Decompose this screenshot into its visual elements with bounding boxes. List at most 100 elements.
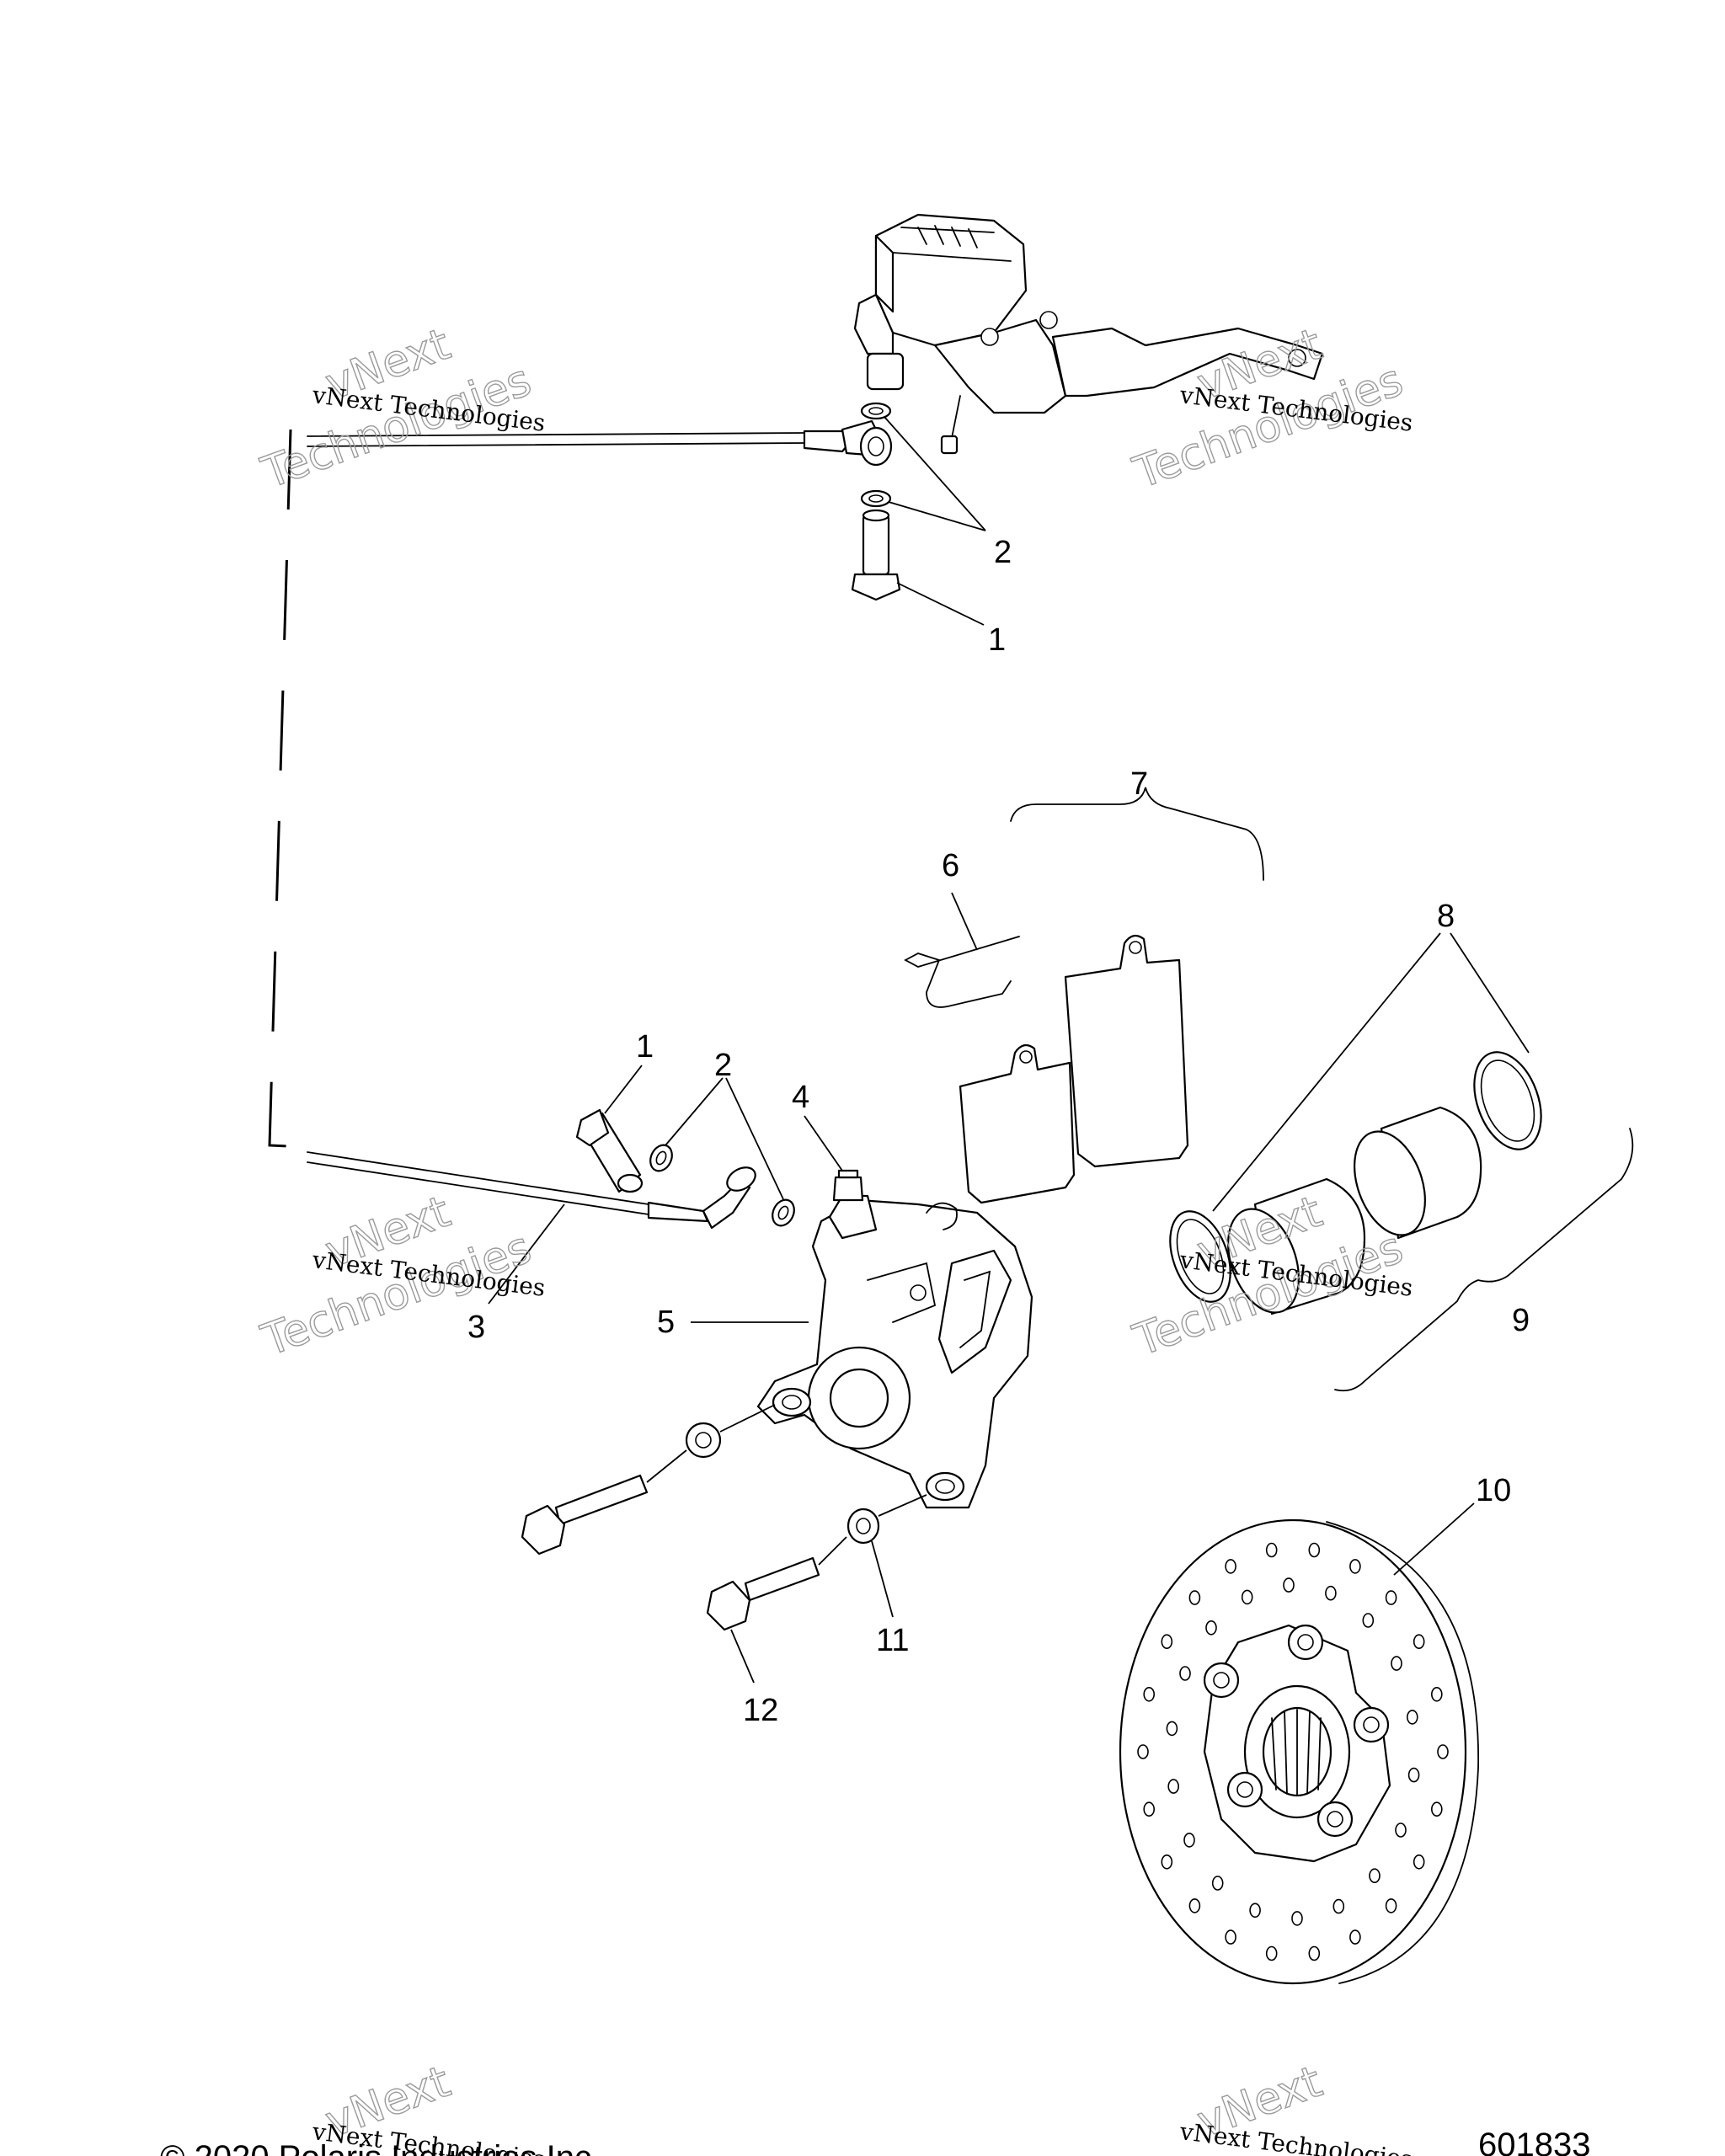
disc-hole (1391, 1656, 1402, 1671)
callout-3: 3 (467, 1310, 485, 1345)
copyright-text: © 2020 Polaris Industries Inc. (160, 2139, 601, 2156)
disc-hole (1385, 1590, 1397, 1605)
bracket-9 (1334, 1128, 1634, 1392)
figure-number: 601833 (1478, 2127, 1590, 2156)
leader-11 (871, 1540, 894, 1618)
leader-3 (488, 1203, 565, 1305)
disc-hole (1161, 1634, 1173, 1649)
callout-9: 9 (1512, 1303, 1530, 1338)
disc-hole (1431, 1687, 1443, 1702)
piston-left (1227, 1177, 1366, 1315)
leader-1-mid (604, 1065, 643, 1114)
leader-10 (1393, 1502, 1475, 1576)
disc-hole (1265, 1542, 1278, 1558)
washer-top-lower (860, 489, 892, 508)
master-cylinder-assembly (853, 213, 1324, 455)
disc-hole (1407, 1767, 1420, 1783)
disc-hole (1143, 1801, 1155, 1817)
disc-hole (1241, 1589, 1253, 1605)
disc-hole (1205, 1620, 1217, 1636)
leader-12 (730, 1629, 755, 1684)
disc-hole (1161, 1854, 1173, 1870)
disc-hole (1283, 1577, 1295, 1593)
leader-2-top-b (888, 501, 986, 531)
leader-2-mid-b (725, 1077, 784, 1200)
disc-hole (1249, 1903, 1261, 1919)
disc-hole (1332, 1898, 1345, 1914)
disc-hole (1225, 1559, 1236, 1574)
disc-hole (1308, 1542, 1321, 1558)
disc-holes (1137, 1542, 1449, 1961)
routing-dashed-line (268, 429, 308, 1149)
leader-washer-upper-axis (719, 1404, 776, 1433)
disc-hole (1349, 1929, 1361, 1945)
leader-bolt-upper-axis (646, 1449, 687, 1483)
disc-hole (1143, 1687, 1155, 1702)
disc-hole (1183, 1833, 1195, 1848)
disc-hole (1211, 1876, 1224, 1891)
disc-hole (1308, 1945, 1321, 1961)
callout-2-top: 2 (994, 535, 1012, 570)
leader-8-a (1212, 932, 1441, 1212)
piston-seal-right (1473, 1051, 1542, 1150)
mounting-bolt-upper (521, 1474, 649, 1556)
pad-retaining-clip (904, 936, 1020, 1008)
disc-hole (1362, 1613, 1375, 1628)
brake-line-middle (307, 1151, 756, 1230)
mounting-washer-lower (846, 1508, 880, 1545)
disc-hole (1179, 1666, 1191, 1681)
callout-10: 10 (1476, 1473, 1511, 1508)
disc-hole (1395, 1822, 1407, 1838)
disc-hole (1385, 1898, 1397, 1913)
callout-4: 4 (792, 1080, 809, 1115)
disc-hole (1265, 1945, 1278, 1961)
callout-8: 8 (1437, 899, 1455, 934)
disc-hole (1166, 1721, 1178, 1737)
callout-7: 7 (1130, 766, 1148, 802)
callout-2-mid: 2 (714, 1048, 732, 1083)
callout-1-mid: 1 (636, 1029, 654, 1065)
piston-right (1354, 1106, 1482, 1240)
banjo-bolt-top (851, 509, 901, 601)
leader-2-mid-a (665, 1077, 724, 1146)
brake-line-top (307, 419, 893, 467)
leader-6 (951, 892, 978, 951)
leader-4 (804, 1115, 843, 1171)
disc-hole (1431, 1801, 1443, 1817)
callout-6: 6 (942, 848, 959, 883)
leader-1-top (896, 582, 985, 626)
brake-pad-rear (1064, 934, 1189, 1168)
bleeder-valve (832, 1169, 864, 1202)
callout-11: 11 (876, 1623, 909, 1658)
leader-2-top-a (884, 416, 986, 531)
callout-5: 5 (657, 1305, 675, 1340)
brake-disc (1119, 1518, 1479, 1985)
washer-top-upper (860, 402, 892, 420)
washer-middle-right (772, 1198, 795, 1227)
disc-hole (1407, 1710, 1418, 1725)
banjo-bolt-middle (575, 1108, 644, 1193)
disc-hole (1369, 1868, 1381, 1883)
callout-12: 12 (743, 1693, 778, 1728)
disc-hole (1291, 1911, 1303, 1926)
watermark-middle-left: vNext Technologies vNext Technologies (254, 1186, 547, 1367)
brake-caliper (756, 1194, 1033, 1509)
callout-1-top: 1 (988, 622, 1006, 658)
leader-bolt-lower-axis (818, 1536, 847, 1566)
disc-hole (1413, 1634, 1425, 1649)
leader-8-b (1450, 932, 1530, 1054)
disc-hole (1437, 1744, 1449, 1759)
watermark-bottom-right: vNext vNext Technologies (1178, 2056, 1414, 2156)
mounting-bolt-lower (706, 1556, 820, 1631)
mounting-washer-upper (685, 1422, 722, 1459)
disc-hole (1349, 1559, 1361, 1574)
disc-hole (1225, 1929, 1236, 1945)
disc-hole (1188, 1898, 1201, 1913)
bracket-7 (1010, 787, 1264, 881)
brake-pad-front (959, 1043, 1076, 1204)
leader-washer-lower-axis (878, 1494, 927, 1517)
disc-hole (1325, 1585, 1337, 1601)
disc-hole (1188, 1590, 1201, 1605)
disc-hole (1413, 1854, 1425, 1870)
